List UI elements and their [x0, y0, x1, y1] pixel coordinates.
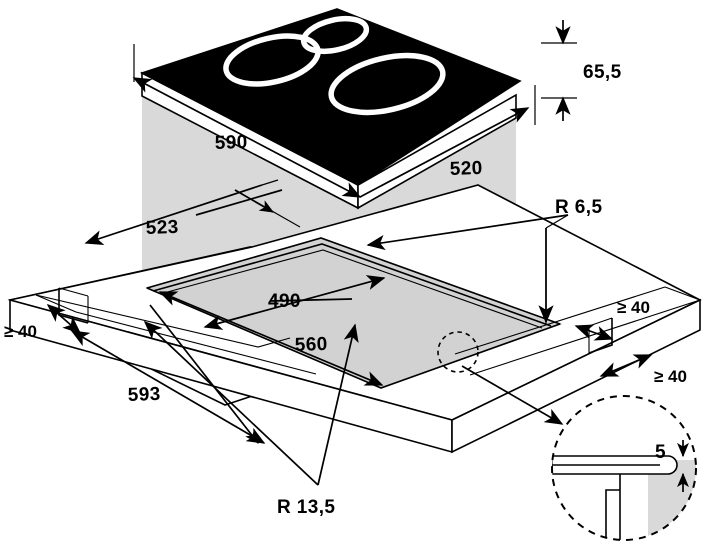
dimension-worktop-depth: 523 — [84, 179, 301, 245]
label-r13-5: R 13,5 — [277, 497, 335, 518]
label-490: 490 — [268, 291, 301, 312]
label-detail-5: 5 — [655, 442, 666, 463]
burner-top-right — [300, 15, 370, 55]
clearance-right-front: ≥ 40 — [599, 354, 687, 386]
detail-view-edge-thickness: 5 — [551, 395, 697, 541]
label-clearance-right-back: ≥ 40 — [617, 298, 650, 317]
dimension-appliance-depth: 520 — [359, 85, 536, 198]
dimension-appliance-width: 590 — [132, 44, 362, 198]
label-65-5: 65,5 — [583, 62, 622, 83]
label-clearance-left: ≥ 40 — [4, 322, 37, 341]
label-590: 590 — [214, 132, 248, 154]
dimension-worktop-width: 593 — [70, 330, 266, 444]
dimension-appliance-height: 65,5 — [541, 20, 622, 121]
label-593: 593 — [127, 384, 161, 406]
detail-marker-circle — [437, 331, 564, 425]
label-r6-5: R 6,5 — [555, 197, 602, 218]
label-520: 520 — [449, 158, 483, 180]
label-clearance-right-front: ≥ 40 — [654, 367, 687, 386]
clearance-right-back: ≥ 40 — [574, 298, 650, 341]
leader-corner-radius-cutout: R 6,5 — [366, 197, 602, 325]
clearance-left: ≥ 40 — [4, 303, 82, 341]
leader-corner-radius-worktop: R 13,5 — [143, 304, 359, 518]
label-523: 523 — [145, 217, 179, 239]
label-560: 560 — [294, 334, 328, 356]
